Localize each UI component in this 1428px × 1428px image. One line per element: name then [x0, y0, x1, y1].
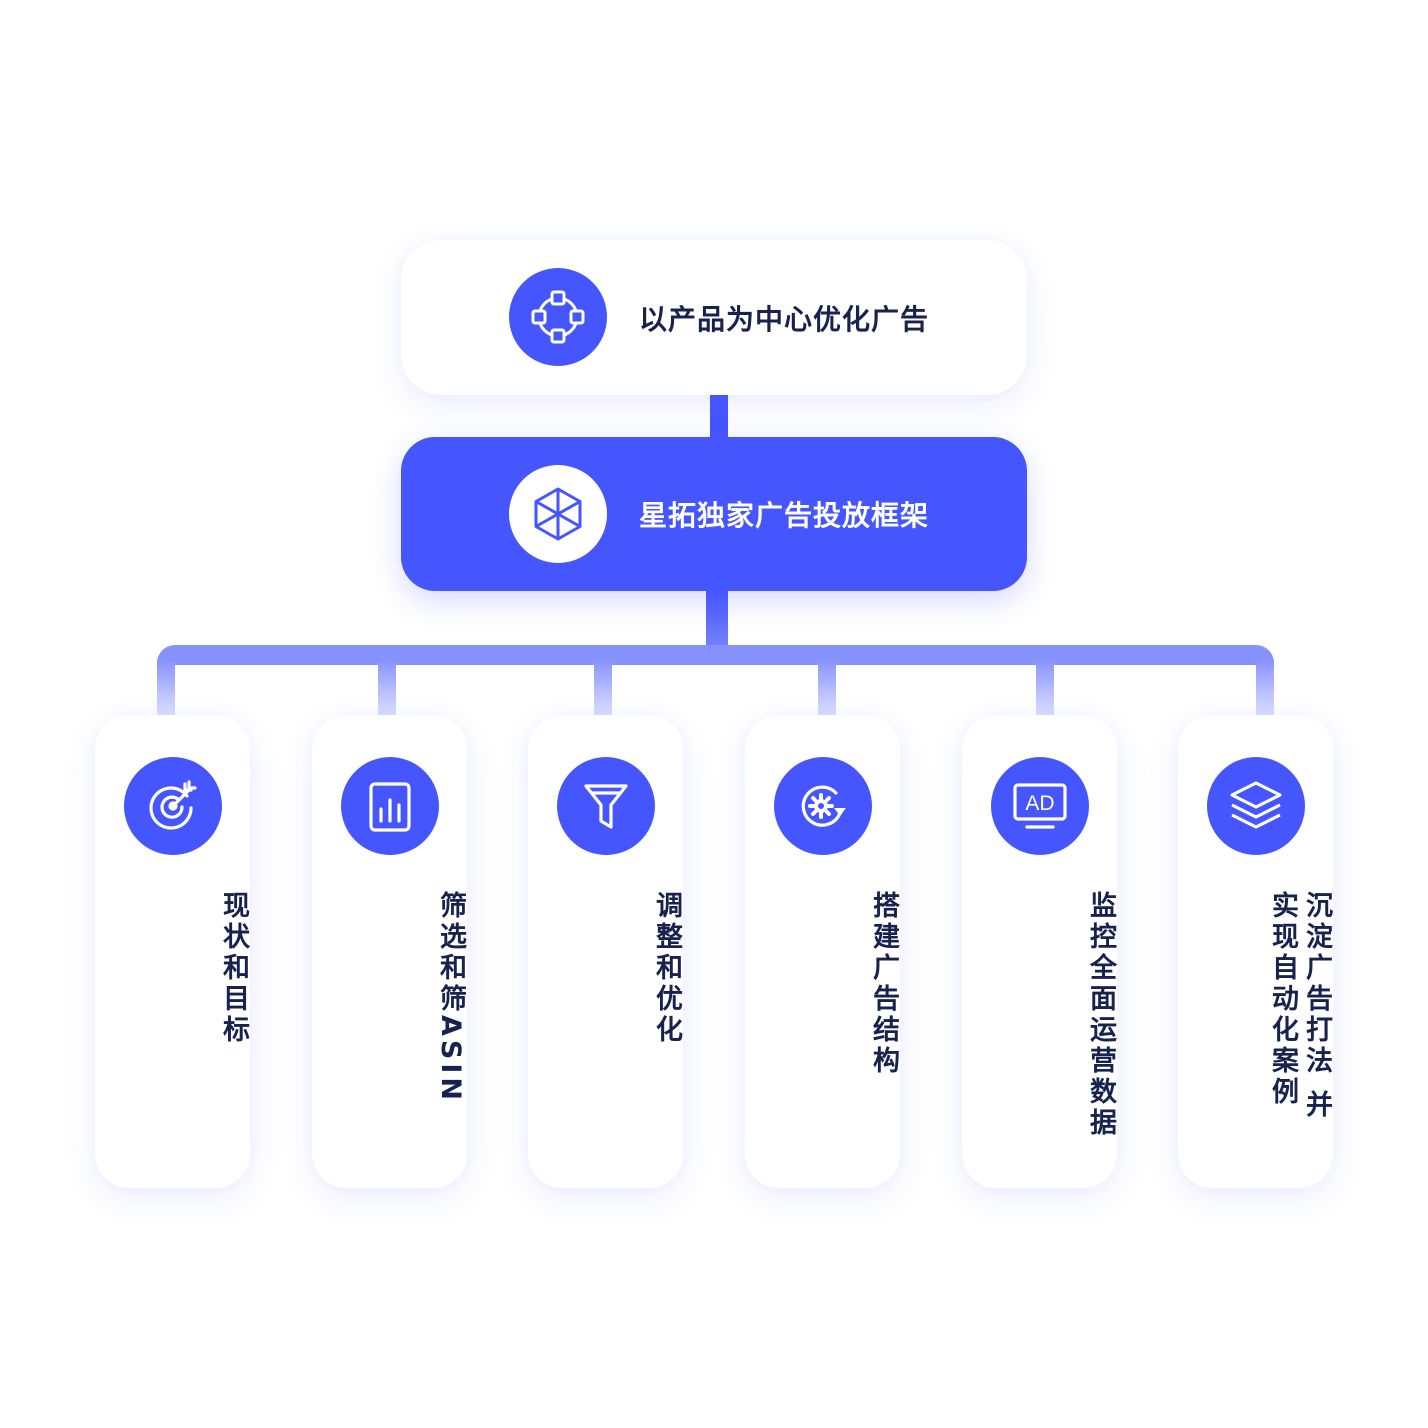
- step-card-monitor: AD 监控全面运营数据: [962, 715, 1117, 1188]
- circle-nodes-icon: [509, 268, 607, 366]
- layers-icon: [1207, 757, 1305, 855]
- connector-drop: [1256, 660, 1274, 716]
- connector-drop: [594, 660, 612, 716]
- connector-top: [710, 395, 728, 439]
- step-card-optimize: 调整和优化: [528, 715, 683, 1188]
- framework-label: 星拓独家广告投放框架: [639, 499, 930, 532]
- top-concept-card: 以产品为中心优化广告: [401, 240, 1027, 395]
- target-icon: [124, 757, 222, 855]
- funnel-icon: [557, 757, 655, 855]
- connector-drop: [378, 660, 396, 716]
- step-label: 筛选和筛ASIN: [435, 891, 466, 1104]
- step-label: 沉淀广告打法 并实现自动化案例: [1267, 891, 1332, 1122]
- step-label: 调整和优化: [651, 891, 682, 1046]
- step-card-status-goal: 现状和目标: [95, 715, 250, 1188]
- step-label: 现状和目标: [218, 891, 249, 1046]
- gear-refresh-icon: [774, 757, 872, 855]
- ad-monitor-icon: AD: [991, 757, 1089, 855]
- step-label: 搭建广告结构: [868, 891, 899, 1077]
- framework-card: 星拓独家广告投放框架: [401, 437, 1027, 591]
- connector-drop: [157, 660, 175, 716]
- hexagon-cube-icon: [509, 465, 607, 563]
- step-card-asin: 筛选和筛ASIN: [312, 715, 467, 1188]
- step-card-automation: 沉淀广告打法 并实现自动化案例: [1178, 715, 1333, 1188]
- connector-bar: [157, 645, 1274, 665]
- connector-stem: [706, 590, 728, 650]
- top-concept-label: 以产品为中心优化广告: [639, 302, 930, 336]
- connector-drop: [1036, 660, 1054, 716]
- step-label: 监控全面运营数据: [1085, 891, 1116, 1139]
- step-card-structure: 搭建广告结构: [745, 715, 900, 1188]
- bar-chart-icon: [341, 757, 439, 855]
- connector-drop: [818, 660, 836, 716]
- svg-text:AD: AD: [1025, 792, 1054, 815]
